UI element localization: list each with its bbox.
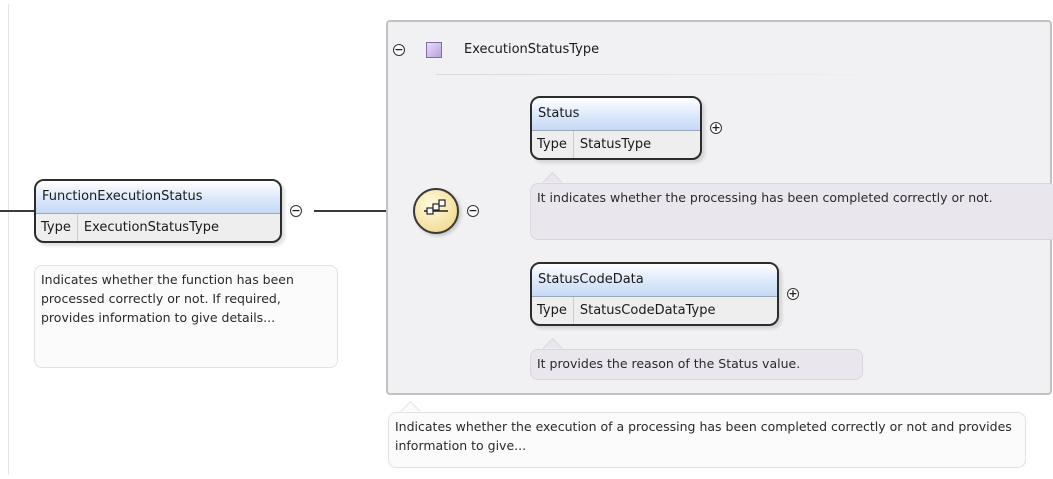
type-value: StatusType (579, 137, 652, 152)
complex-type-name: ExecutionStatusType (464, 42, 600, 57)
element-type-row: Type StatusCodeDataType (532, 297, 777, 324)
annotation-status-code-data: It provides the reason of the Status val… (530, 349, 863, 380)
annotation-function-execution-status: Indicates whether the function has been … (34, 265, 338, 368)
annotation-status: It indicates whether the processing has … (530, 183, 1053, 240)
collapse-icon[interactable]: − (290, 204, 302, 217)
type-value: ExecutionStatusType (83, 220, 219, 235)
diagram-left-border (8, 4, 9, 475)
element-function-execution-status[interactable]: FunctionExecutionStatus Type ExecutionSt… (34, 179, 282, 243)
collapse-icon[interactable]: − (467, 204, 479, 217)
element-name: StatusCodeData (532, 264, 777, 297)
type-label: Type (532, 297, 574, 324)
sequence-compositor-icon[interactable] (413, 188, 459, 234)
element-status[interactable]: Status Type StatusType (530, 96, 702, 160)
annotation-execution-status-type: Indicates whether the execution of a pro… (388, 412, 1026, 468)
collapse-icon[interactable]: − (393, 43, 405, 56)
group-header-divider (436, 74, 896, 75)
element-name: FunctionExecutionStatus (36, 181, 280, 214)
complex-type-icon (426, 42, 442, 58)
element-type-row: Type StatusType (532, 131, 700, 158)
element-type-row: Type ExecutionStatusType (36, 214, 280, 241)
expand-icon[interactable]: + (787, 287, 799, 300)
element-status-code-data[interactable]: StatusCodeData Type StatusCodeDataType (530, 262, 779, 326)
element-name: Status (532, 98, 700, 131)
type-label: Type (532, 131, 574, 158)
type-value: StatusCodeDataType (579, 303, 716, 318)
sequence-glyph-icon (424, 199, 448, 215)
type-label: Type (36, 214, 78, 241)
expand-icon[interactable]: + (710, 121, 722, 134)
